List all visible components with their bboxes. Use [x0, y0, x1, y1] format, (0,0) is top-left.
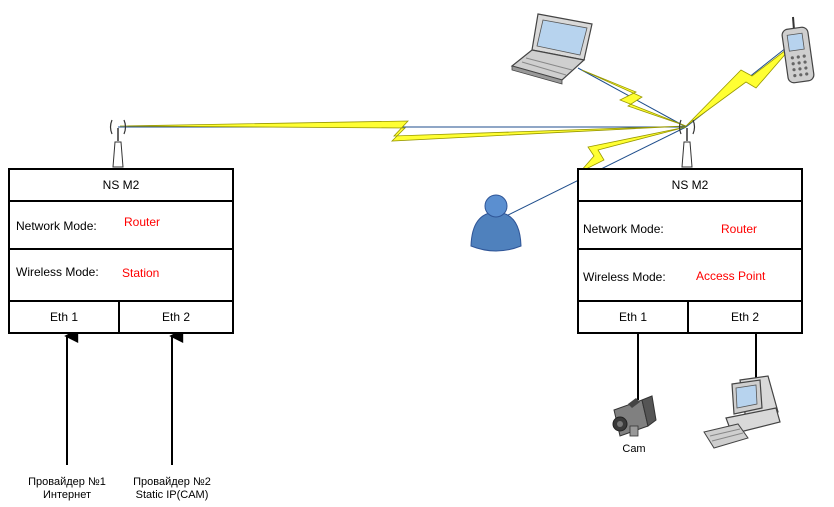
lightning-bolt-main: [119, 120, 687, 142]
left-device-ns-m2: NS M2 Network Mode: Router Wireless Mode…: [8, 168, 234, 334]
port-eth1: Eth 1: [579, 302, 689, 334]
wireless-mode-value: Access Point: [696, 269, 766, 283]
provider-2-line2: Static IP(CAM): [135, 489, 209, 501]
wireless-mode-label: Wireless Mode:: [583, 270, 666, 284]
wireless-mode-row: Wireless Mode: Station: [10, 250, 232, 302]
device-title-row: NS M2: [579, 170, 801, 202]
device-title-row: NS M2: [10, 170, 232, 202]
antenna-icon: [109, 119, 127, 168]
wireless-mode-label: Wireless Mode:: [16, 265, 99, 279]
lightning-bolt-user: [579, 126, 687, 173]
provider-2-caption: Провайдер №2 Static IP(CAM): [117, 476, 227, 502]
wireless-mode-row: Wireless Mode: Access Point: [579, 250, 801, 302]
network-mode-value: Router: [721, 222, 758, 236]
desktop-computer-icon: [703, 375, 781, 449]
provider-1-line2: Интернет: [43, 489, 91, 501]
device-title: NS M2: [671, 178, 709, 192]
camera-icon: [612, 395, 657, 437]
network-mode-value: Router: [124, 215, 161, 229]
device-title: NS M2: [102, 178, 140, 192]
network-mode-row: Network Mode: Router: [579, 202, 801, 250]
port-eth2: Eth 2: [161, 310, 191, 324]
laptop-icon: [510, 13, 593, 85]
right-device-ns-m2: NS M2 Network Mode: Router Wireless Mode…: [577, 168, 803, 334]
mobile-phone-icon: [781, 16, 815, 84]
user-icon: [470, 194, 522, 252]
cam-label: Cam: [622, 443, 646, 455]
network-mode-label: Network Mode:: [583, 222, 664, 236]
ports-row: Eth 1 Eth 2: [579, 302, 801, 334]
provider-1-caption: Провайдер №1 Интернет: [12, 476, 122, 502]
ports-row: Eth 1 Eth 2: [10, 302, 232, 334]
network-mode-label: Network Mode:: [16, 219, 97, 233]
antenna-icon: [678, 119, 696, 168]
lightning-bolt-phone: [685, 42, 796, 127]
wireless-mode-value: Station: [122, 266, 160, 280]
provider-1-line1: Провайдер №1: [28, 476, 106, 488]
provider-2-line1: Провайдер №2: [133, 476, 211, 488]
port-eth1: Eth 1: [10, 302, 120, 334]
port-eth2: Eth 2: [730, 310, 760, 324]
network-mode-row: Network Mode: Router: [10, 202, 232, 250]
